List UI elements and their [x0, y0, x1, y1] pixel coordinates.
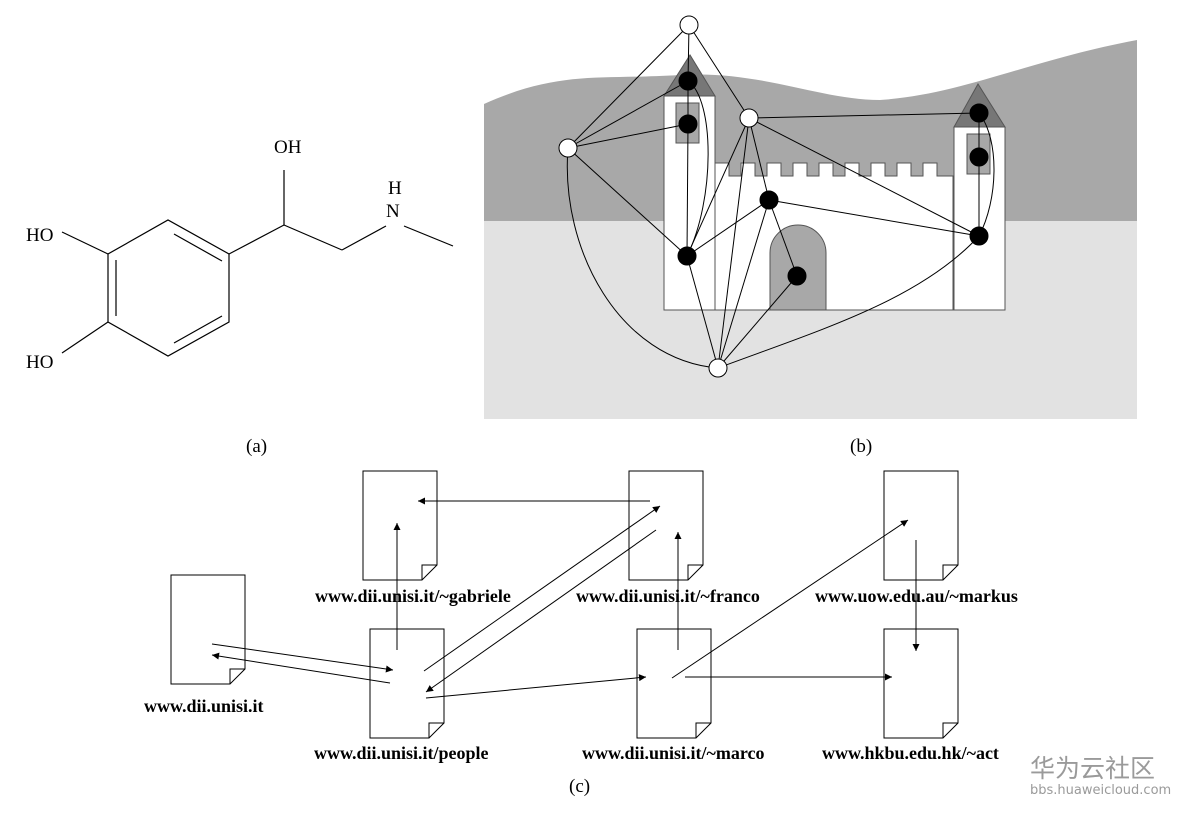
watermark-site-name: 华为云社区	[1030, 754, 1155, 783]
node-ground	[708, 358, 728, 378]
bond-ring-oh-lower	[61, 321, 109, 354]
link-franco-people	[425, 529, 657, 693]
node-sky	[679, 15, 699, 35]
node-hill-left	[558, 138, 578, 158]
page-marco	[636, 628, 712, 739]
double-bond-1	[173, 233, 223, 262]
page-markus	[883, 470, 959, 581]
node-wall	[759, 190, 779, 210]
url-gabriele: www.dii.unisi.it/~gabriele	[315, 586, 511, 606]
bond-c2-n	[341, 225, 387, 251]
hyperlinks	[211, 497, 920, 699]
region-graph-nodes	[558, 15, 989, 378]
double-bond-2	[173, 315, 223, 344]
castle-scene	[484, 40, 1137, 419]
url-markus: www.uow.edu.au/~markus	[815, 586, 1018, 606]
page-people	[369, 628, 445, 739]
caption-b: (b)	[850, 436, 872, 457]
page-gabriele	[362, 470, 438, 581]
url-act: www.hkbu.edu.hk/~act	[822, 743, 999, 763]
benzene-ring	[107, 219, 230, 357]
label-n: N	[386, 201, 400, 222]
link-root-people	[211, 643, 394, 673]
page-root	[170, 574, 246, 685]
castle-wall	[713, 162, 954, 311]
molecule-structure	[61, 170, 454, 357]
node-hill-center	[739, 108, 759, 128]
page-act	[883, 628, 959, 739]
node-right-roof	[969, 103, 989, 123]
bond-ring-oh-upper	[61, 231, 109, 255]
label-oh-top: OH	[274, 137, 302, 158]
node-right-tower	[969, 226, 989, 246]
bond-c1-c2	[283, 224, 343, 251]
node-right-window	[969, 147, 989, 167]
caption-c: (c)	[569, 776, 590, 797]
page-franco	[628, 470, 704, 581]
link-people-root	[211, 652, 391, 684]
label-h: H	[388, 178, 402, 199]
node-left-roof	[678, 71, 698, 91]
node-gate	[787, 266, 807, 286]
url-root: www.dii.unisi.it	[144, 696, 264, 716]
label-ho-lower: HO	[26, 352, 53, 373]
url-people: www.dii.unisi.it/people	[314, 743, 489, 763]
caption-a: (a)	[246, 436, 267, 457]
url-marco: www.dii.unisi.it/~marco	[582, 743, 765, 763]
link-marco-markus	[671, 519, 909, 679]
link-people-marco	[425, 674, 647, 699]
url-franco: www.dii.unisi.it/~franco	[576, 586, 760, 606]
node-left-window	[678, 114, 698, 134]
link-people-franco	[423, 505, 661, 672]
bond-n-methyl	[403, 225, 454, 247]
node-left-tower	[677, 246, 697, 266]
watermark-site-url: bbs.huaweicloud.com	[1030, 783, 1171, 798]
bond-ring-c1	[228, 224, 285, 255]
label-ho-upper: HO	[26, 225, 53, 246]
